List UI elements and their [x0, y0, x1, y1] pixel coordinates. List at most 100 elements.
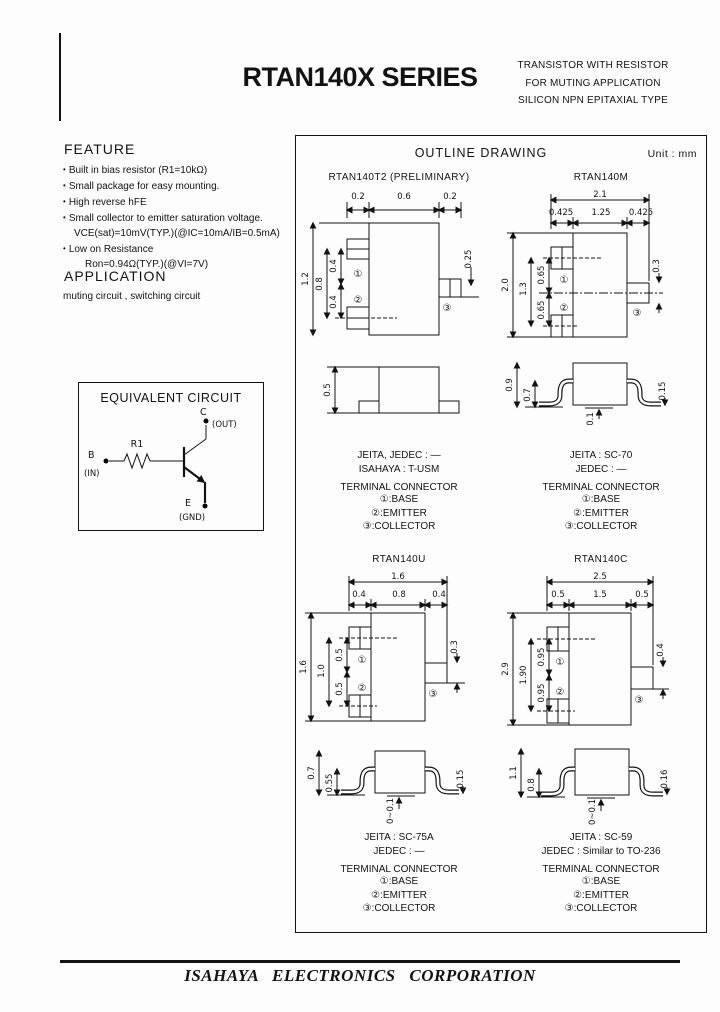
dim-label: 0.15	[658, 382, 668, 401]
terminal-connector-title: TERMINAL CONNECTOR	[542, 482, 660, 493]
dim-label: 1.0	[317, 664, 327, 678]
equivalent-circuit-title: EQUIVALENT CIRCUIT	[100, 391, 242, 405]
dim-label: 0.8	[392, 590, 406, 600]
rtan140u-top-view-drawing: 1.6 0.4 0.8 0.4 ① ②	[299, 572, 465, 723]
standard-line: JEITA : SC-70	[569, 450, 633, 461]
terminal-connector-title: TERMINAL CONNECTOR	[340, 864, 458, 875]
dim-label: 1.25	[592, 208, 611, 218]
dim-label: 0.65	[537, 301, 547, 320]
pin-number: ②	[556, 687, 565, 698]
terminal-line: ③:COLLECTOR	[362, 903, 436, 914]
pin-number: ③	[429, 689, 438, 700]
dim-label: 0.5	[335, 648, 345, 662]
dim-label: 0.9	[505, 378, 515, 392]
dim-label: 0.4	[329, 295, 339, 309]
terminal-line: ②:EMITTER	[573, 889, 629, 901]
dim-label: 0.5	[551, 590, 565, 600]
feature-item: High reverse hFE	[63, 194, 308, 210]
dim-label: 1.1	[509, 766, 519, 780]
terminal-line: ②:EMITTER	[371, 507, 427, 519]
dim-label: 0~0.1	[588, 799, 598, 825]
label-collector: C	[200, 407, 207, 418]
terminal-line: ③:COLLECTOR	[564, 521, 638, 532]
equivalent-circuit-box: EQUIVALENT CIRCUIT B (IN) R1 C (OUT) E	[78, 382, 264, 531]
standard-line: JEITA, JEDEC : —	[357, 450, 441, 461]
dim-label: 2.0	[501, 278, 511, 292]
terminal-line: ②:EMITTER	[573, 507, 629, 519]
standard-line: JEDEC : Similar to TO-236	[541, 846, 661, 857]
dim-label: 0.8	[315, 277, 325, 291]
dim-label: 0.4	[432, 590, 446, 600]
dim-label: 1.6	[391, 572, 405, 582]
standards-block: JEITA : SC-70 JEDEC : —	[570, 449, 633, 477]
dim-label: 0.16	[660, 770, 670, 789]
dim-label: 0.4	[352, 590, 366, 600]
terminal-line: ①:BASE	[581, 876, 621, 887]
feature-heading: FEATURE	[64, 141, 136, 157]
dim-label: 0.15	[456, 770, 466, 789]
pin-number: ③	[443, 303, 452, 314]
pin-number: ①	[358, 655, 367, 666]
rtan140c-side-view-drawing: 1.1 0.8 0~0.1 0.16	[509, 747, 671, 825]
terminal-line: ③:COLLECTOR	[564, 903, 638, 914]
terminal-line: ②:EMITTER	[371, 889, 427, 901]
package-name: RTAN140M	[573, 172, 629, 183]
subtitle-line: TRANSISTOR WITH RESISTOR	[517, 60, 669, 71]
dim-label: 0.5	[323, 383, 333, 397]
label-in: (IN)	[84, 469, 100, 479]
subtitle-line: FOR MUTING APPLICATION	[525, 77, 661, 89]
dim-label: 1.3	[519, 282, 529, 296]
title-divider-rule	[59, 33, 61, 121]
dim-label: 1.90	[519, 666, 529, 685]
standard-line: JEDEC : —	[373, 846, 425, 857]
dim-label: 1.5	[593, 590, 607, 600]
package-section-rtan140u: RTAN140U 1.6 0.4 0.8 0.4	[299, 554, 499, 916]
pin-number: ②	[560, 303, 569, 314]
feature-item-detail: VCE(sat)=10mV(TYP.)(@IC=10mA/IB=0.5mA)	[74, 228, 280, 239]
outline-drawing-title: OUTLINE DRAWING	[414, 146, 548, 160]
package-section-rtan140c: RTAN140C 2.5 0.5 1.5 0.5	[501, 554, 701, 916]
feature-list: Built in bias resistor (R1=10kΩ) Small p…	[63, 162, 308, 272]
pin-number: ①	[556, 657, 565, 668]
rtan140m-side-view-drawing: 0.9 0.7 0.1 0.15	[505, 361, 669, 425]
footer-rule	[60, 960, 680, 963]
standards-block: JEITA : SC-59 JEDEC : Similar to TO-236	[541, 831, 660, 859]
label-out: (OUT)	[212, 420, 237, 430]
rtan140u-side-view-drawing: 0.7 0.55 0~0.1 0.15	[307, 749, 467, 824]
standards-block: JEITA, JEDEC : — ISAHAYA : T-USM	[357, 449, 440, 477]
package-name: RTAN140U	[372, 554, 426, 565]
rtan140c-top-view-drawing: 2.5 0.5 1.5 0.5 ① ②	[501, 572, 669, 727]
dim-label: 0.55	[325, 774, 335, 793]
unit-label: Unit : mm	[647, 148, 697, 160]
pin-number: ②	[354, 295, 363, 306]
application-text: muting circuit , switching circuit	[63, 291, 201, 302]
package-section-rtan140t2: RTAN140T2 (PRELIMINARY) 0.2 0.6 0.2	[299, 172, 499, 534]
feature-item: Low on Resistance	[63, 241, 308, 257]
standard-line: JEITA : SC-59	[569, 832, 633, 843]
dim-label: 0.3	[652, 259, 662, 273]
dim-label: 0.7	[523, 388, 533, 402]
dim-label: 0.2	[351, 192, 365, 202]
dim-label: 0.2	[443, 192, 457, 202]
application-heading: APPLICATION	[64, 268, 167, 284]
pin-number: ①	[560, 275, 569, 286]
label-base: B	[88, 450, 95, 461]
terminal-connector-title: TERMINAL CONNECTOR	[340, 482, 458, 493]
terminal-line: ①:BASE	[581, 494, 621, 505]
dim-label: 0.95	[537, 684, 547, 703]
dim-label: 2.5	[593, 572, 607, 582]
standards-block: JEITA : SC-75A JEDEC : —	[364, 831, 433, 859]
dim-label: 0.8	[527, 778, 537, 792]
feature-item: Small collector to emitter saturation vo…	[63, 210, 308, 226]
outline-drawing-box: OUTLINE DRAWING Unit : mm RTAN140T2 (PRE…	[295, 135, 707, 933]
standard-line: ISAHAYA : T-USM	[358, 464, 440, 475]
dim-label: 0.3	[450, 640, 460, 654]
dim-label: 0.425	[629, 208, 653, 218]
feature-item-detail: Ron=0.94Ω(TYP.)(@VI=7V)	[85, 259, 209, 270]
subtitle-line: SILICON NPN EPITAXIAL TYPE	[517, 95, 669, 106]
package-name: RTAN140C	[574, 554, 628, 565]
rtan140t2-top-view-drawing: 0.2 0.6 0.2 ① ② ③ 0.25 1.2 0.8	[301, 192, 479, 337]
terminal-connector-title: TERMINAL CONNECTOR	[542, 864, 660, 875]
equivalent-circuit-diagram: B (IN) R1 C (OUT) E (GND)	[84, 407, 237, 523]
dim-label: 0.6	[397, 192, 411, 202]
